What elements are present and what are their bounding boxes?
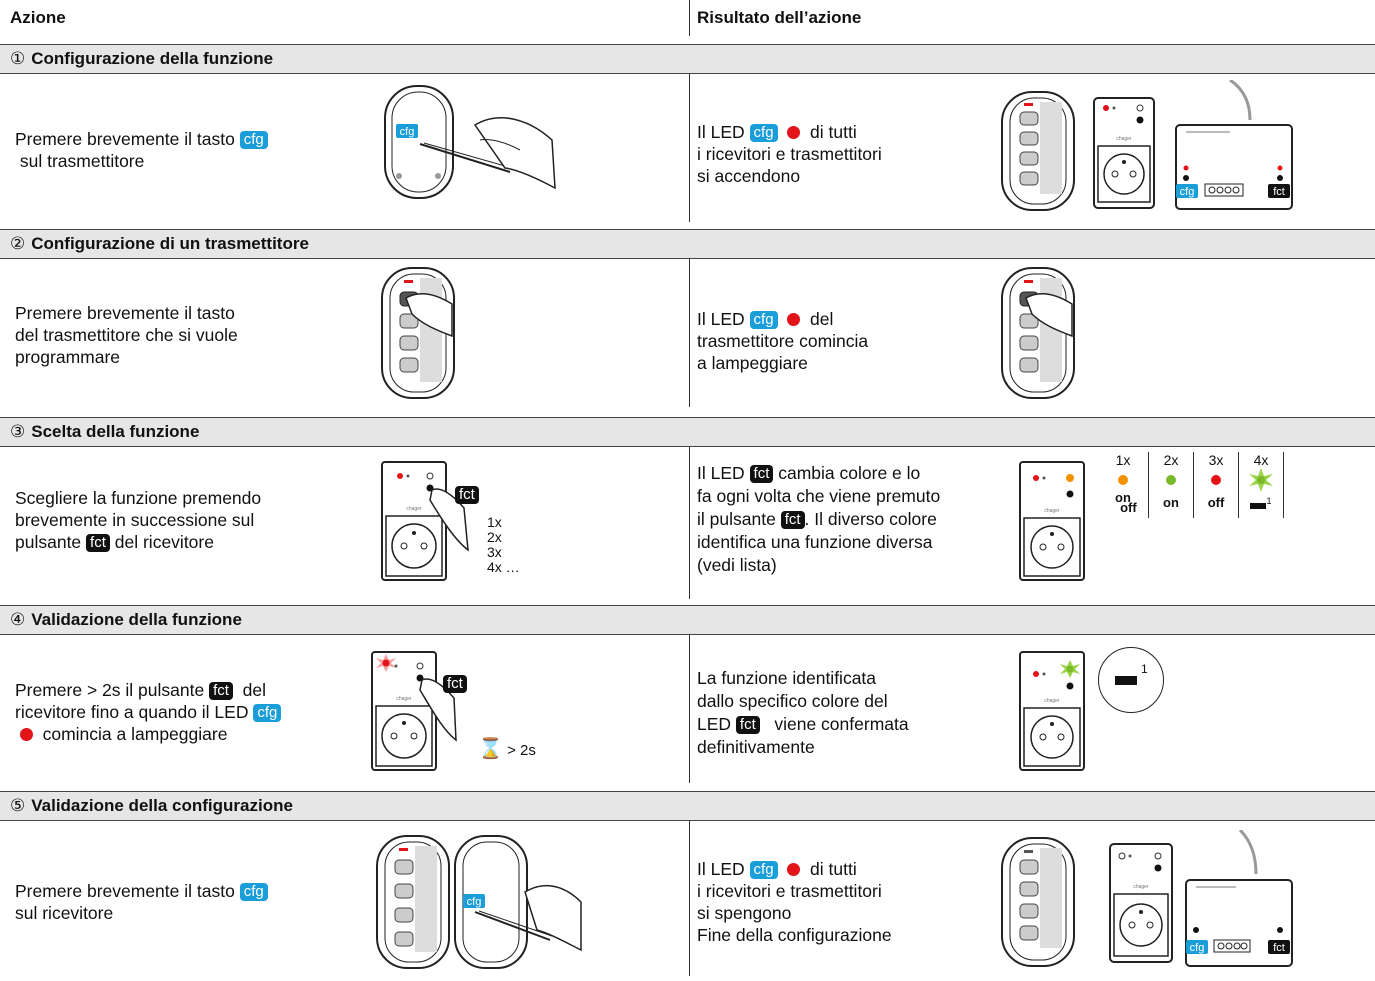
- section-5-action-text: Premere brevemente il tasto cfg sul rice…: [15, 880, 268, 924]
- function-options: 1x on off 2x on 3x off 4x 1: [1098, 452, 1308, 522]
- svg-text:chager: chager: [1133, 884, 1149, 890]
- column-divider: [689, 821, 690, 976]
- column-divider: [689, 635, 690, 783]
- svg-text:chager: chager: [1044, 698, 1060, 704]
- svg-text:cfg: cfg: [1180, 186, 1195, 198]
- svg-text:chager: chager: [1044, 508, 1060, 514]
- section-number: ④: [10, 610, 26, 629]
- section-3-header: ③ Scelta della funzione: [0, 417, 1375, 447]
- svg-text:cfg: cfg: [1190, 942, 1205, 954]
- fct-label: fct: [455, 486, 479, 505]
- section-title: Validazione della configurazione: [31, 796, 293, 815]
- section-2-result-text: Il LED cfg del trasmettitore comincia a …: [697, 309, 869, 373]
- remotes-cfg-press-illustration: cfg: [376, 835, 582, 969]
- section-4-header: ④ Validazione della funzione: [0, 605, 1375, 635]
- press-count-list: 1x 2x 3x 4x …: [487, 514, 520, 575]
- remote-key-press-illustration: [381, 267, 455, 399]
- shutter-icon: [1250, 503, 1267, 510]
- svg-text:cfg: cfg: [467, 896, 482, 908]
- devices-led-off-illustration: chager cfg fct: [1001, 830, 1293, 967]
- receiver-color-illustration: chager: [1019, 461, 1085, 581]
- section-1-result-text: Il LED cfg di tutti i ricevitori e trasm…: [697, 122, 882, 186]
- receiver-confirmed-illustration: chager: [1019, 651, 1085, 771]
- cfg-tag: cfg: [749, 124, 778, 142]
- red-led-icon: [787, 863, 801, 876]
- section-5-result-text: Il LED cfg di tutti i ricevitori e trasm…: [697, 859, 892, 945]
- section-number: ③: [10, 422, 26, 441]
- red-led-icon: [1211, 475, 1221, 485]
- option-4: 4x 1: [1239, 452, 1283, 515]
- cfg-tag: cfg: [749, 311, 778, 329]
- svg-text:cfg: cfg: [400, 126, 415, 138]
- section-1-header: ① Configurazione della funzione: [0, 44, 1375, 74]
- receiver-hold-illustration: chager: [371, 651, 457, 771]
- section-2-header: ② Configurazione di un trasmettitore: [0, 229, 1375, 259]
- column-divider: [689, 0, 690, 36]
- remote-blinking-illustration: [1001, 267, 1075, 399]
- section-title: Validazione della funzione: [31, 610, 242, 629]
- section-3-result-text: Il LED fct cambia colore e lo fa ogni vo…: [697, 463, 941, 575]
- cfg-tag: cfg: [749, 861, 778, 879]
- green-led-icon: [1166, 475, 1176, 485]
- cfg-tag: cfg: [239, 883, 268, 901]
- orange-led-icon: [1118, 475, 1128, 485]
- red-led-icon: [19, 728, 33, 741]
- column-header-result: Risultato dell’azione: [697, 8, 862, 27]
- section-4-action-text: Premere > 2s il pulsante fct del ricevit…: [15, 679, 282, 745]
- receiver-fct-press-illustration: chager: [381, 461, 469, 581]
- svg-text:chager: chager: [396, 696, 412, 702]
- section-title: Configurazione della funzione: [31, 49, 274, 68]
- section-4-result-text: La funzione identificata dallo specifico…: [697, 668, 909, 757]
- svg-text:fct: fct: [1273, 186, 1285, 198]
- fct-label: fct: [443, 675, 467, 694]
- section-1-action-text: Premere brevemente il tasto cfg sul tras…: [15, 128, 268, 172]
- column-divider: [689, 447, 690, 599]
- remote-cfg-press-illustration: cfg: [384, 85, 556, 199]
- svg-text:fct: fct: [1273, 942, 1285, 954]
- hourglass-timer: ⌛ > 2s: [478, 738, 536, 760]
- section-3-action-text: Scegliere la funzione premendo brevement…: [15, 488, 262, 552]
- section-5-header: ⑤ Validazione della configurazione: [0, 791, 1375, 821]
- red-led-icon: [787, 126, 801, 139]
- option-2: 2x on: [1163, 452, 1179, 510]
- section-title: Scelta della funzione: [31, 422, 200, 441]
- fct-tag: fct: [749, 465, 774, 483]
- shutter-icon: [1115, 676, 1137, 685]
- red-led-icon: [787, 313, 801, 326]
- option-1: 1x on off: [1115, 452, 1137, 515]
- fct-tag: fct: [209, 682, 233, 700]
- fct-tag: fct: [780, 511, 805, 529]
- blinking-green-led-icon: [1249, 468, 1273, 492]
- devices-led-on-illustration: chager cfg fct: [1001, 80, 1293, 211]
- fct-tag: fct: [735, 716, 760, 734]
- option-3: 3x off: [1207, 452, 1225, 510]
- section-2-action-text: Premere brevemente il tasto del trasmett…: [15, 303, 238, 367]
- section-number: ①: [10, 49, 26, 68]
- section-title: Configurazione di un trasmettitore: [31, 234, 309, 253]
- column-header-action: Azione: [10, 8, 66, 27]
- fct-tag: fct: [86, 534, 110, 552]
- column-divider: [689, 259, 690, 407]
- shutter-function-bubble: 1: [1098, 647, 1164, 713]
- section-number: ⑤: [10, 796, 26, 815]
- section-number: ②: [10, 234, 26, 253]
- svg-text:chager: chager: [1116, 136, 1132, 142]
- cfg-tag: cfg: [253, 704, 282, 722]
- hourglass-icon: ⌛: [478, 738, 503, 760]
- column-divider: [689, 74, 690, 222]
- cfg-tag: cfg: [239, 131, 268, 149]
- svg-text:chager: chager: [406, 506, 422, 512]
